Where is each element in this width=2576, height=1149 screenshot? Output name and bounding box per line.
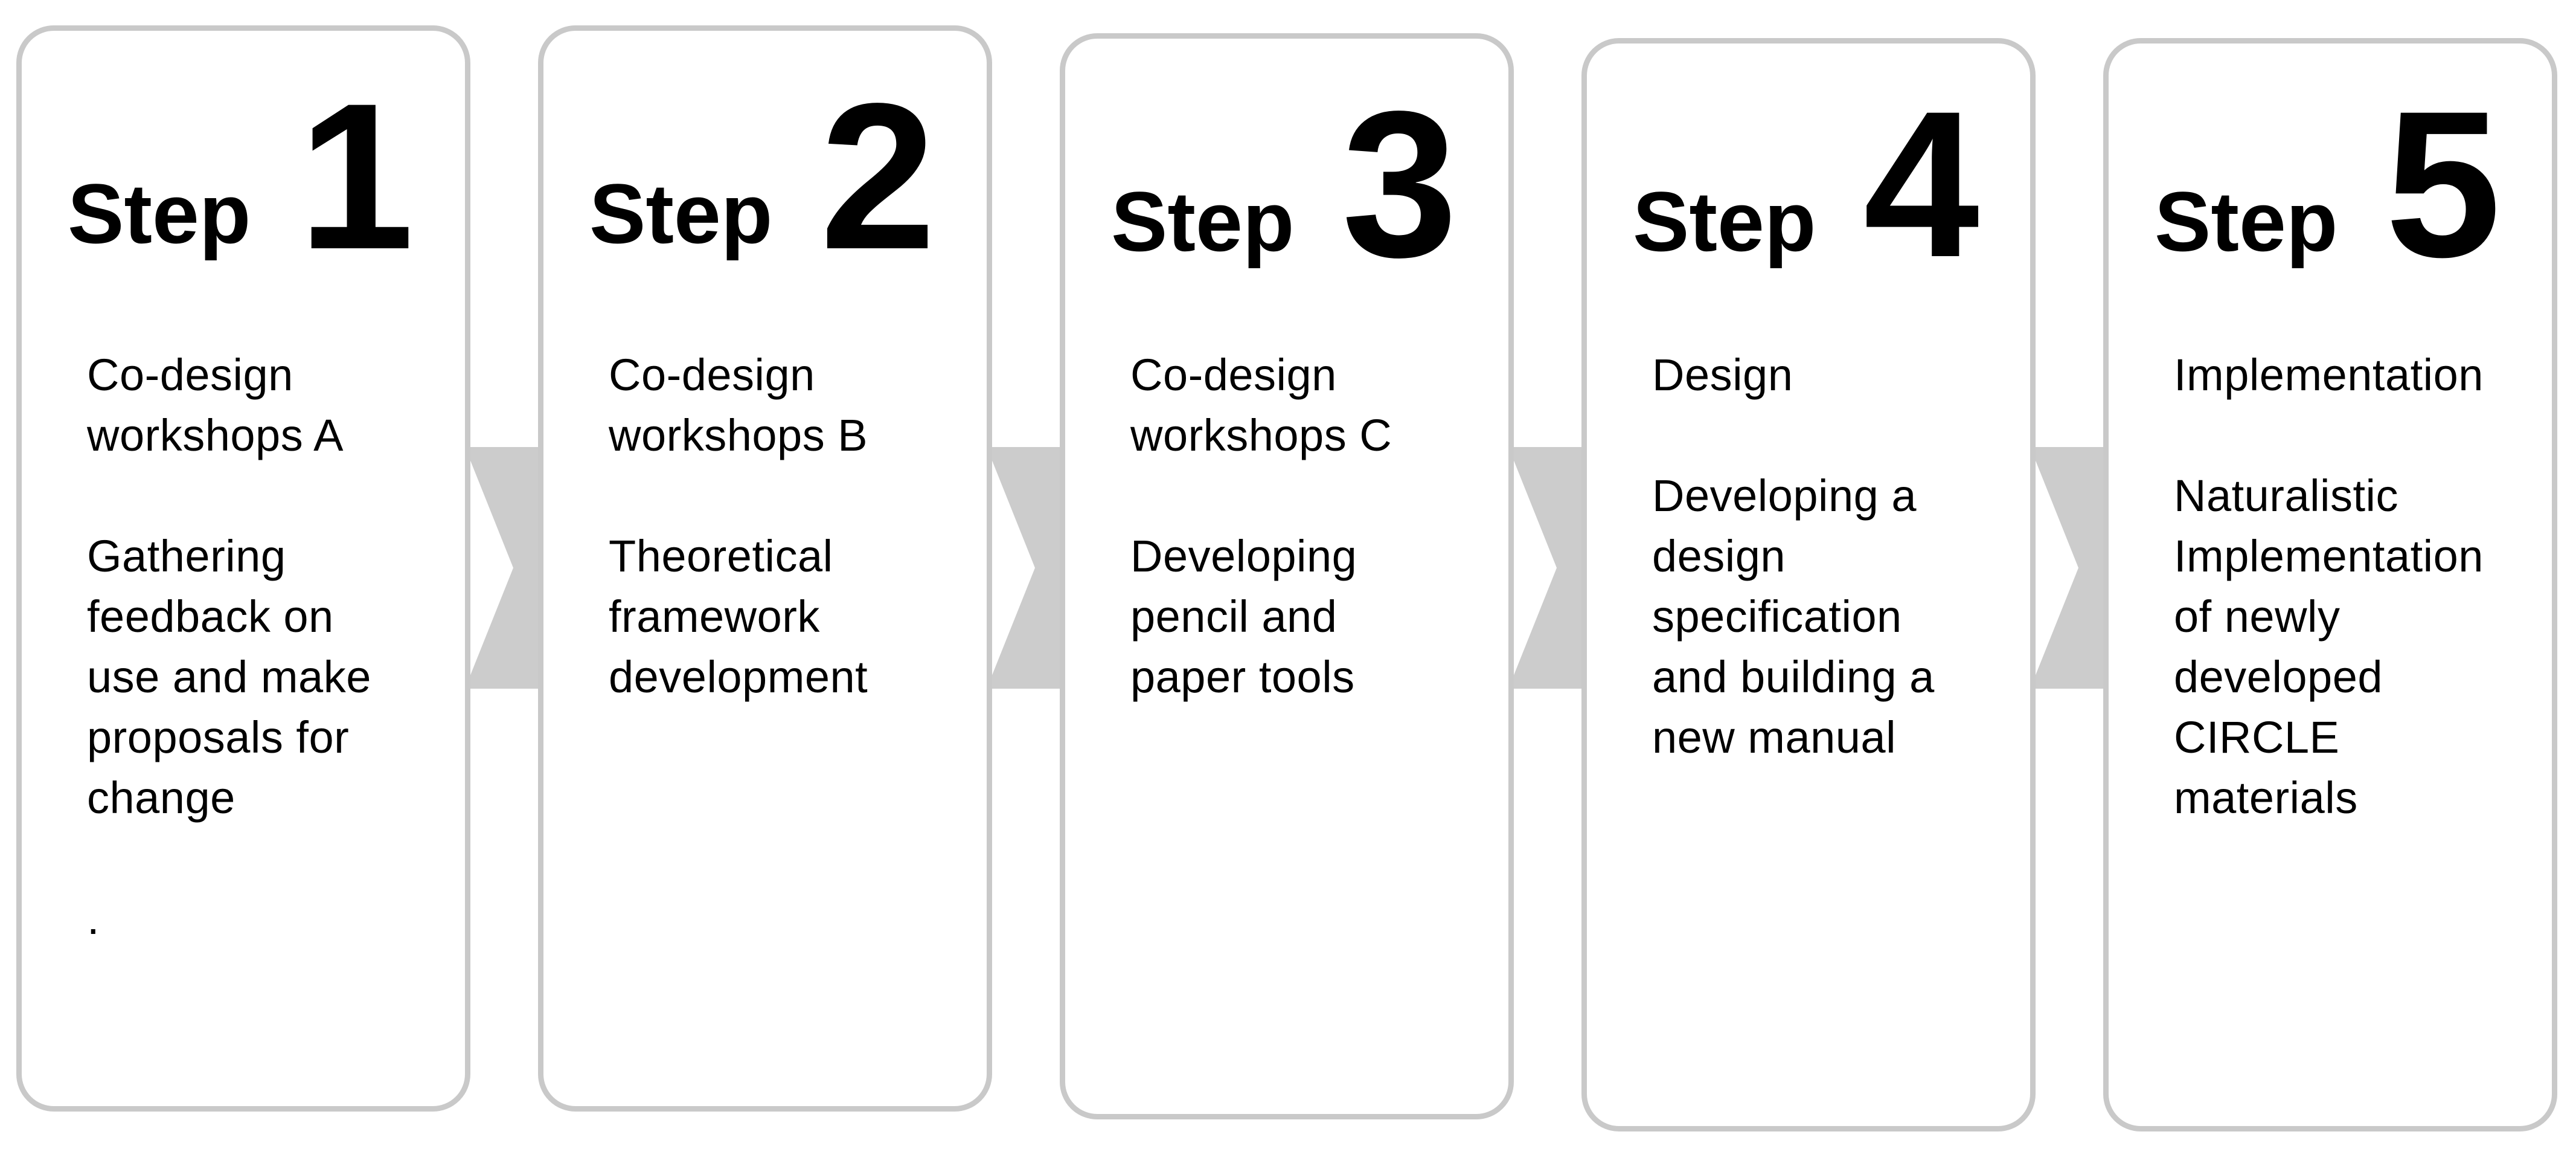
step-title-line: Design (1652, 350, 1793, 400)
paragraph-gap (1130, 466, 1490, 526)
step-word: Step (589, 166, 773, 261)
paragraph-gap (2174, 405, 2546, 466)
step-word: Step (1111, 174, 1295, 269)
step-number: 1 (298, 60, 414, 293)
step-detail-line: Gathering (87, 531, 286, 581)
step-detail-line: pencil and (1130, 591, 1338, 642)
step-description: Co-design workshops B Theoretical framew… (609, 345, 969, 707)
step-detail-line: new manual (1652, 712, 1897, 762)
step-word: Step (68, 166, 251, 261)
step-word: Step (1633, 174, 1816, 269)
step-description: Implementation Naturalistic Implementati… (2174, 345, 2546, 828)
step-detail-line: paper tools (1130, 652, 1355, 702)
step-detail-line: framework (609, 591, 820, 642)
step-number: 3 (1342, 68, 1458, 301)
step-card-3: Step 3 Co-design workshops C Developing … (1060, 33, 1514, 1119)
step-detail-line: Developing a (1652, 471, 1917, 521)
step-detail-line: use and make (87, 652, 371, 702)
step-title-line: workshops B (609, 410, 868, 460)
step-note: . (87, 893, 100, 944)
step-card-4: Step 4 Design Developing a design specif… (1581, 38, 2036, 1131)
step-number: 2 (820, 60, 936, 293)
step-detail-line: change (87, 773, 235, 823)
step-number: 5 (2385, 68, 2501, 301)
step-card-1: Step 1 Co-design workshops A Gathering f… (16, 25, 470, 1112)
step-detail-line: proposals for (87, 712, 350, 762)
step-detail-line: development (609, 652, 868, 702)
step-detail-line: Naturalistic (2174, 471, 2398, 521)
step-title-line: workshops C (1130, 410, 1392, 460)
paragraph-gap (87, 466, 447, 526)
paragraph-gap (87, 828, 447, 889)
step-number: 4 (1863, 68, 1979, 301)
step-detail-line: feedback on (87, 591, 334, 642)
step-card-5: Step 5 Implementation Naturalistic Imple… (2103, 38, 2557, 1131)
step-detail-line: Developing (1130, 531, 1357, 581)
step-word: Step (2155, 174, 2338, 269)
step-title-line: Co-design (87, 350, 293, 400)
step-title-line: workshops A (87, 410, 344, 460)
step-detail-line: Theoretical (609, 531, 833, 581)
step-description: Co-design workshops A Gathering feedback… (87, 345, 447, 949)
step-title-line: Co-design (609, 350, 815, 400)
step-detail-line: and building a (1652, 652, 1935, 702)
step-detail-line: design (1652, 531, 1786, 581)
step-detail-line: materials (2174, 773, 2358, 823)
step-detail-line: Implementation (2174, 531, 2484, 581)
step-card-2: Step 2 Co-design workshops B Theoretical… (538, 25, 992, 1112)
step-detail-line: CIRCLE (2174, 712, 2340, 762)
step-description: Design Developing a design specification… (1652, 345, 2012, 768)
step-title-line: Implementation (2174, 350, 2484, 400)
step-title-line: Co-design (1130, 350, 1337, 400)
paragraph-gap (609, 466, 969, 526)
step-detail-line: developed (2174, 652, 2383, 702)
paragraph-gap (1652, 405, 2012, 466)
step-description: Co-design workshops C Developing pencil … (1130, 345, 1490, 707)
step-detail-line: of newly (2174, 591, 2341, 642)
step-detail-line: specification (1652, 591, 1902, 642)
